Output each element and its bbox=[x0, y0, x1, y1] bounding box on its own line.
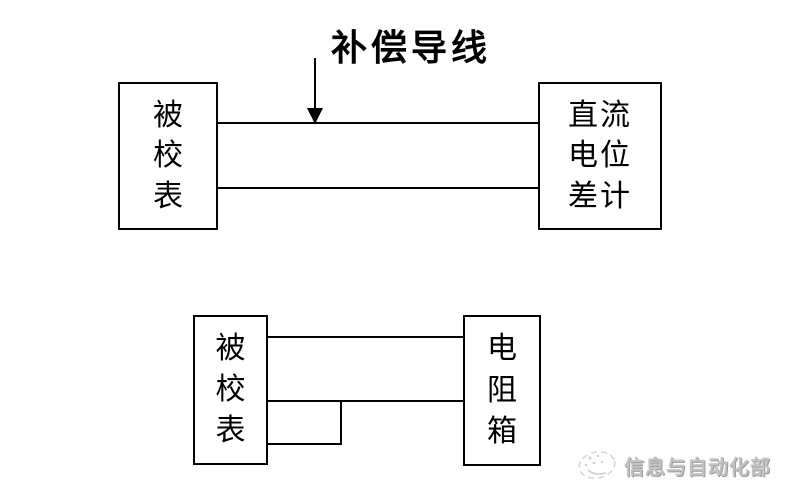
top-right-box-dc-potentiometer: 直流 电位 差计 bbox=[538, 82, 662, 230]
compensation-wire-label: 补偿导线 bbox=[331, 27, 492, 68]
watermark-text: 信息与自动化部 bbox=[624, 456, 771, 479]
bottom-diagram-middle-wire bbox=[266, 400, 465, 402]
watermark: 信息与自动化部 bbox=[574, 444, 771, 486]
box-char: 被 bbox=[153, 98, 183, 132]
top-left-box-meter-under-test: 被 校 表 bbox=[118, 82, 218, 230]
box-line: 电位 bbox=[568, 139, 632, 172]
box-char: 箱 bbox=[487, 414, 517, 448]
annotation-arrow-down-icon bbox=[307, 108, 323, 124]
bottom-left-box-meter-under-test: 被 校 表 bbox=[193, 315, 268, 465]
box-char: 被 bbox=[215, 332, 246, 365]
top-diagram-lower-wire bbox=[216, 187, 540, 189]
box-line: 直流 bbox=[568, 98, 632, 132]
annotation-arrow-line bbox=[314, 58, 316, 110]
bottom-diagram-upper-wire bbox=[266, 336, 465, 338]
top-diagram-upper-wire bbox=[216, 122, 540, 124]
box-char: 校 bbox=[215, 373, 246, 406]
bottom-right-box-resistance-box: 电 阻 箱 bbox=[463, 315, 541, 466]
bottom-diagram-loop-vertical-wire bbox=[340, 400, 342, 445]
box-char: 表 bbox=[153, 179, 183, 213]
watermark-logo-icon bbox=[578, 450, 616, 480]
bottom-diagram-loop-bottom-wire bbox=[266, 443, 342, 445]
box-char: 电 bbox=[487, 332, 517, 366]
box-char: 校 bbox=[153, 139, 183, 172]
box-line: 差计 bbox=[568, 179, 632, 213]
box-char: 表 bbox=[215, 414, 246, 447]
box-char: 阻 bbox=[487, 373, 517, 407]
